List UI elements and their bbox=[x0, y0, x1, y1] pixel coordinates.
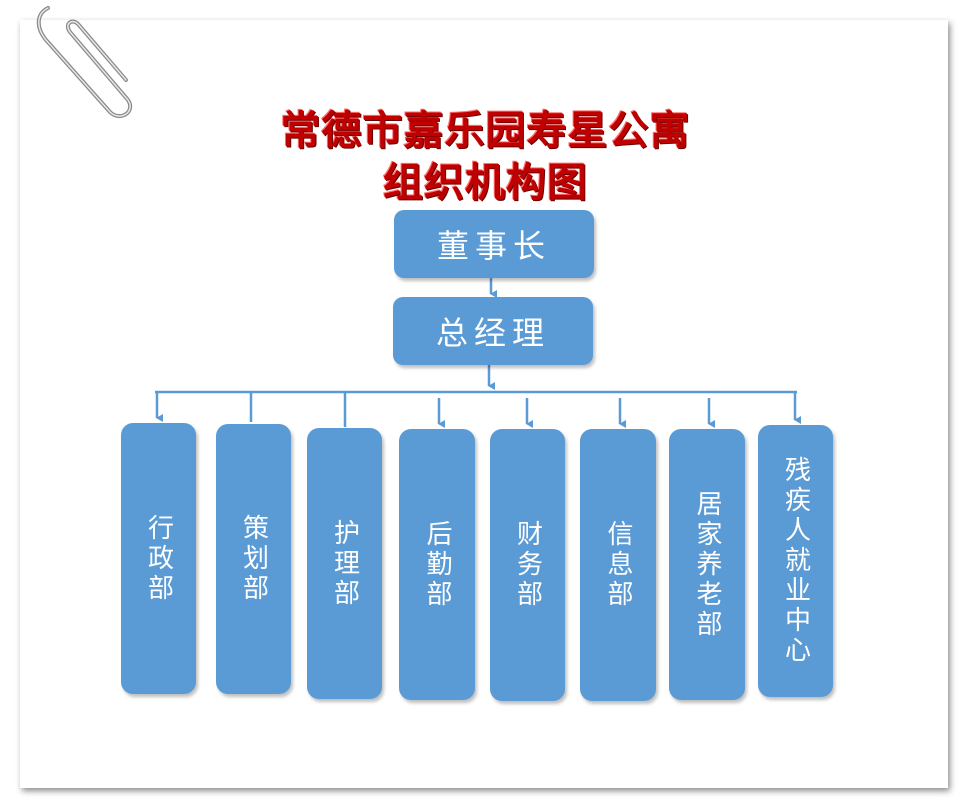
node-chairman-label: 董事长 bbox=[436, 227, 551, 265]
dept-home-elderly-care: 居家养老部 bbox=[669, 429, 745, 700]
dept-nursing: 护理部 bbox=[307, 428, 382, 699]
node-general-manager-label: 总经理 bbox=[435, 314, 550, 352]
page-title-line1: 常德市嘉乐园寿星公寓 bbox=[280, 108, 691, 154]
node-general-manager: 总经理 bbox=[393, 297, 593, 365]
dept-disabled-employment-center: 残疾人就业中心 bbox=[758, 425, 833, 697]
dept-information: 信息部 bbox=[580, 429, 656, 701]
dept-logistics: 后勤部 bbox=[399, 429, 475, 700]
dept-label: 策划部 bbox=[238, 514, 269, 604]
node-chairman: 董事长 bbox=[394, 210, 594, 278]
dept-label: 财务部 bbox=[512, 520, 543, 610]
dept-finance: 财务部 bbox=[490, 429, 565, 701]
dept-label: 护理部 bbox=[329, 518, 360, 609]
dept-label: 行政部 bbox=[143, 513, 174, 604]
dept-administration: 行政部 bbox=[121, 423, 196, 694]
page-title-line2: 组织机构图 bbox=[383, 160, 588, 206]
dept-label: 信息部 bbox=[603, 520, 633, 610]
dept-label: 残疾人就业中心 bbox=[780, 456, 811, 666]
paperclip-icon bbox=[36, 6, 132, 119]
dept-label: 后勤部 bbox=[422, 519, 452, 610]
dept-label: 居家养老部 bbox=[692, 489, 722, 640]
dept-planning: 策划部 bbox=[216, 424, 291, 694]
